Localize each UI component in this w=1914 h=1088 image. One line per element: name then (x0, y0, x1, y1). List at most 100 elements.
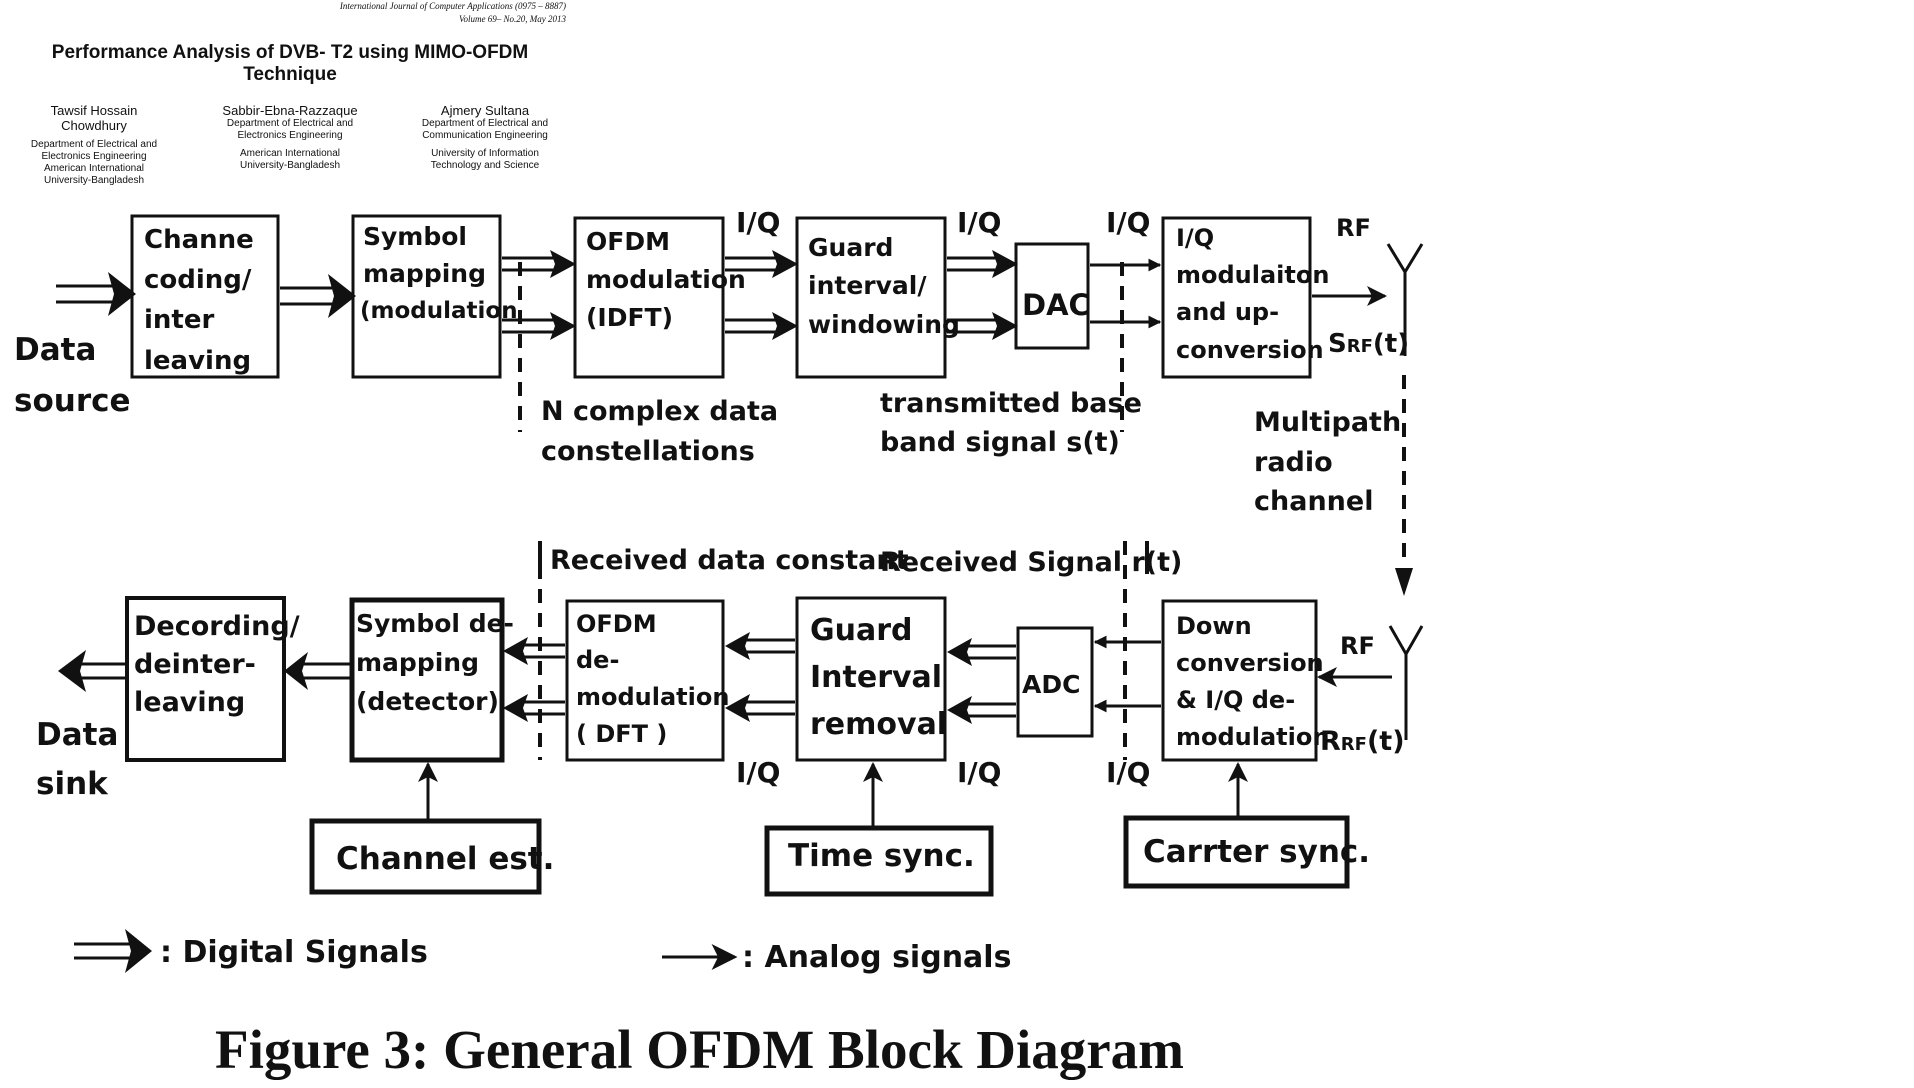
author-2-affil-line4: University-Bangladesh (239, 160, 341, 171)
author-3-affil-line3: University of Information (431, 148, 539, 159)
down-conversion-label: modulation (1176, 723, 1329, 751)
author-2-name: Sabbir-Ebna-Razzaque (222, 103, 358, 118)
author-3-affil-line2: Communication Engineering (422, 130, 548, 141)
decoding-label: leaving (134, 687, 245, 718)
channel-est-box (309, 818, 542, 895)
arrowhead (725, 632, 750, 660)
author-1-affil-line3: American International (43, 163, 145, 174)
journal-volume: Volume 69– No.20, May 2013 (459, 14, 566, 24)
symbol-demapping-label: Symbol de- (356, 609, 514, 638)
down-conversion-label: conversion (1176, 649, 1324, 677)
multipath-arrowhead (1395, 568, 1413, 596)
author-1-name-line1: Tawsif Hossain (50, 103, 138, 118)
author-2-affil-line1: Department of Electrical and (226, 118, 354, 129)
adc-label: ADC (1022, 670, 1080, 699)
rx-antenna-icon (1388, 625, 1424, 740)
guard-removal-label: removal (810, 707, 947, 742)
tx-baseband-label: band signal s(t) (880, 427, 1120, 458)
author-1-affil-line2: Electronics Engineering (41, 151, 147, 162)
rf-label: RF (1336, 214, 1371, 242)
author-1: Tawsif Hossain Chowdhury Department of E… (18, 103, 170, 187)
channel-coding-label: Channe (144, 225, 254, 255)
multipath-channel-label: channel (1254, 486, 1373, 517)
arrowhead (725, 694, 750, 722)
author-1-affil-line4: University-Bangladesh (43, 175, 145, 186)
arrowhead (947, 638, 972, 666)
arrowhead (550, 250, 576, 278)
figure-caption: Figure 3: General OFDM Block Diagram (215, 1019, 1184, 1080)
arrowhead (284, 652, 308, 690)
multipath-channel-label: radio (1254, 447, 1333, 478)
symbol-demapping-label: mapping (356, 648, 479, 677)
arrowhead (992, 250, 1018, 278)
arrowhead (328, 274, 356, 318)
data-source-label: Data (14, 332, 96, 368)
legend-digital-label: : Digital Signals (160, 935, 428, 970)
symbol-mapping-label: (modulation (360, 298, 518, 324)
ofdm-modulation-label: OFDM (586, 227, 670, 256)
arrowhead (772, 250, 798, 278)
dac-box (1014, 242, 1090, 350)
guard-interval-label: Guard (808, 233, 893, 262)
legend-analog-label: : Analog signals (742, 940, 1011, 975)
author-1-affil-line1: Department of Electrical and (30, 139, 158, 150)
ofdm-modulation-box (573, 216, 725, 379)
arrowhead (503, 694, 528, 722)
guard-removal-label: Interval (810, 660, 942, 695)
iq-modulation-label: conversion (1176, 336, 1324, 364)
ofdm-demodulation-label: ( DFT ) (576, 720, 667, 748)
ofdm-demodulation-label: modulation (576, 683, 729, 711)
iq-label: I/Q (736, 756, 780, 789)
data-sink-label: sink (36, 766, 109, 802)
arrowhead (947, 696, 972, 724)
channel-coding-label: leaving (144, 346, 251, 376)
author-3: Ajmery Sultana Department of Electrical … (405, 103, 565, 172)
time-sync-label: Time sync. (788, 838, 975, 874)
author-2-affil-line2: Electronics Engineering (237, 130, 343, 141)
tx-antenna-icon (1386, 243, 1424, 356)
arrowhead (503, 637, 528, 665)
ofdm-modulation-label: (IDFT) (586, 303, 673, 332)
arrowhead (108, 272, 136, 316)
author-3-affil-line1: Department of Electrical and (421, 118, 549, 129)
paper-title-line2: Technique (243, 64, 337, 85)
decoding-box (125, 596, 286, 762)
multipath-channel-label: Multipath (1254, 407, 1401, 438)
down-conversion-label: & I/Q de- (1176, 686, 1295, 714)
guard-interval-box (795, 216, 947, 379)
guard-interval-label: interval/ (808, 271, 927, 300)
author-2: Sabbir-Ebna-Razzaque Department of Elect… (212, 103, 368, 172)
iq-label: I/Q (957, 206, 1001, 239)
iq-label: I/Q (1106, 756, 1150, 789)
channel-est-label: Channel est. (336, 841, 554, 877)
iq-label: I/Q (957, 756, 1001, 789)
symbol-mapping-label: Symbol (363, 222, 467, 251)
iq-modulation-label: and up- (1176, 298, 1279, 326)
carrier-sync-label: Carrter sync. (1143, 834, 1370, 870)
adc-box (1016, 626, 1094, 738)
rf-label: RF (1340, 632, 1375, 660)
arrowhead (550, 312, 576, 340)
decoding-label: deinter- (134, 649, 256, 680)
iq-label: I/Q (1106, 206, 1150, 239)
n-complex-label: N complex data (541, 396, 778, 427)
guard-interval-label: windowing (808, 310, 960, 339)
time-sync-box (764, 825, 994, 897)
guard-removal-box (795, 596, 947, 762)
channel-coding-label: inter (144, 305, 214, 335)
iq-modulation-label: modulaiton (1176, 261, 1329, 289)
iq-modulation-box (1161, 216, 1312, 379)
rrf-label: RRF(t) (1320, 726, 1405, 757)
channel-coding-label: coding/ (144, 265, 252, 295)
tx-baseband-label: transmitted base (880, 388, 1142, 419)
author-1-name-line2: Chowdhury (61, 118, 127, 133)
author-3-name: Ajmery Sultana (440, 103, 530, 118)
arrowhead (772, 312, 798, 340)
symbol-mapping-label: mapping (363, 259, 486, 288)
paper-title-line1: Performance Analysis of DVB- T2 using MI… (51, 42, 529, 63)
down-conversion-box (1161, 599, 1318, 762)
symbol-demapping-box (349, 597, 505, 763)
paper-title: Performance Analysis of DVB- T2 using MI… (20, 42, 560, 86)
ofdm-demodulation-box (565, 599, 725, 762)
